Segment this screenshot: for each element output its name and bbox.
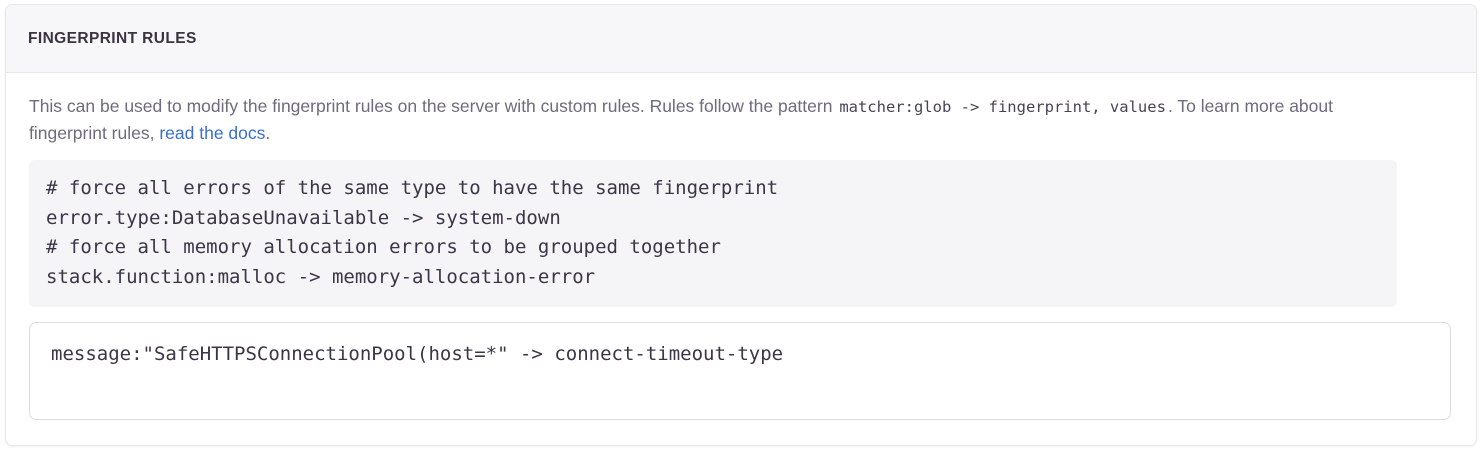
example-rules-code-block: # force all errors of the same type to h… <box>29 160 1397 307</box>
description-end: . <box>265 123 271 143</box>
page-title: FINGERPRINT RULES <box>28 29 197 47</box>
description-intro: This can be used to modify the fingerpri… <box>29 96 838 116</box>
read-the-docs-link[interactable]: read the docs <box>159 123 266 143</box>
description-middle: . To learn more about fingerprint rules, <box>29 96 1333 143</box>
panel-header: FINGERPRINT RULES <box>6 5 1476 73</box>
panel-body: This can be used to modify the fingerpri… <box>6 73 1476 420</box>
fingerprint-rules-panel: FINGERPRINT RULES This can be used to mo… <box>5 4 1477 446</box>
inline-code-pattern: matcher:glob -> fingerprint, values <box>839 98 1166 116</box>
description-text: This can be used to modify the fingerpri… <box>29 93 1389 146</box>
fingerprint-rules-input[interactable] <box>29 322 1451 420</box>
